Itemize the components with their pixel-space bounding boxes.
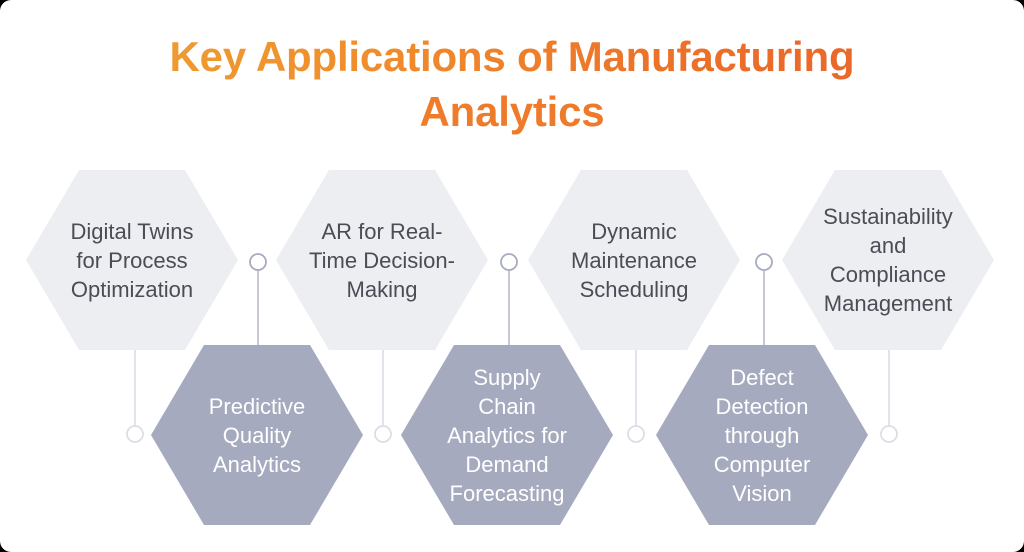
circle-node-icon	[755, 253, 773, 271]
connector-lower-1	[126, 340, 144, 443]
circle-node-icon	[249, 253, 267, 271]
hexagon-defect-detection[interactable]: Defect Detection through Computer Vision	[656, 345, 868, 525]
circle-node-icon	[500, 253, 518, 271]
hexagon-label: Supply Chain Analytics for Demand Foreca…	[447, 364, 567, 506]
page-title-line-1: Key Applications of Manufacturing	[0, 29, 1024, 84]
hexagon-sustainability[interactable]: Sustainability and Compliance Management	[782, 170, 994, 350]
page-title: Key Applications of Manufacturing Analyt…	[0, 29, 1024, 139]
connector-lower-3	[627, 340, 645, 443]
page-title-line-2: Analytics	[0, 84, 1024, 139]
hexagon-label: AR for Real- Time Decision- Making	[309, 218, 455, 302]
hexagon-dynamic-maintenance[interactable]: Dynamic Maintenance Scheduling	[528, 170, 740, 350]
circle-node-icon	[126, 425, 144, 443]
circle-node-icon	[627, 425, 645, 443]
hexagon-label: Dynamic Maintenance Scheduling	[571, 218, 697, 302]
connector-lower-4	[880, 340, 898, 443]
connector-lower-2	[374, 340, 392, 443]
hexagon-label: Predictive Quality Analytics	[208, 393, 306, 477]
hexagon-label: Digital Twins for Process Optimization	[70, 218, 194, 302]
circle-node-icon	[374, 425, 392, 443]
circle-node-icon	[880, 425, 898, 443]
hexagon-digital-twins[interactable]: Digital Twins for Process Optimization	[26, 170, 238, 350]
hexagon-label: Sustainability and Compliance Management	[823, 204, 953, 316]
hexagon-label: Defect Detection through Computer Vision	[713, 364, 811, 506]
hexagon-ar-realtime[interactable]: AR for Real- Time Decision- Making	[276, 170, 488, 350]
hexagon-predictive-quality[interactable]: Predictive Quality Analytics	[151, 345, 363, 525]
hexagon-supply-chain[interactable]: Supply Chain Analytics for Demand Foreca…	[401, 345, 613, 525]
